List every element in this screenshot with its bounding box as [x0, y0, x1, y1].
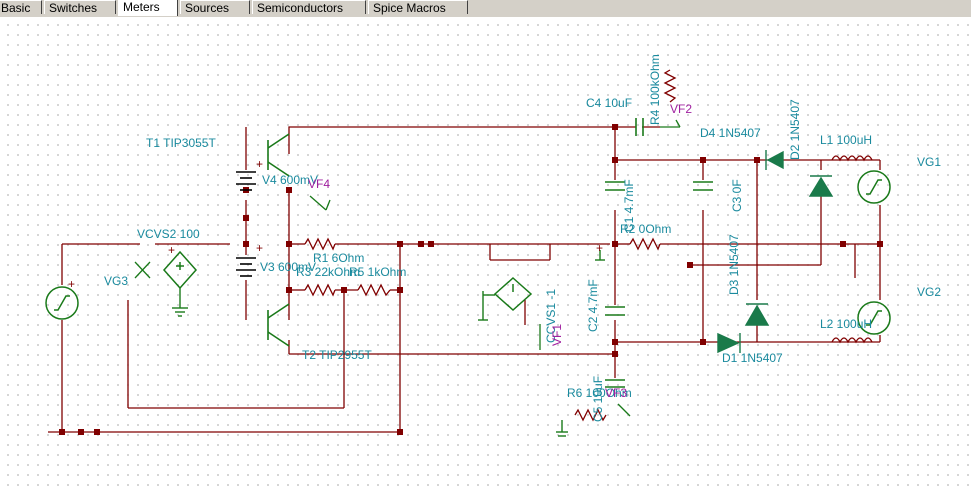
- tab-meters[interactable]: Meters: [118, 0, 178, 16]
- tab-semiconductors[interactable]: Semiconductors: [252, 0, 366, 15]
- label-vcvs2: VCVS2 100: [137, 227, 200, 241]
- label-r5: R5 1kOhm: [349, 265, 406, 279]
- label-c5: C5 10uF: [591, 376, 605, 422]
- label-vg2: VG2: [917, 285, 941, 299]
- wires: [48, 126, 881, 433]
- svg-text:+: +: [596, 241, 603, 255]
- label-t2: T2 TIP2955T: [302, 348, 372, 362]
- svg-text:+: +: [168, 243, 175, 257]
- junction-nodes: [59, 124, 883, 435]
- component-labels: T1 TIP3055T T2 TIP2955T V4 600mV V3 600m…: [104, 54, 941, 422]
- label-r2: R2 0Ohm: [620, 222, 671, 236]
- label-vf4: VF4: [308, 177, 330, 191]
- resistor-symbols: [304, 69, 677, 422]
- svg-text:+: +: [68, 277, 75, 291]
- ac-source-symbols: [45, 170, 891, 335]
- component-tabbar: Basic Switches Meters Sources Semiconduc…: [0, 0, 971, 18]
- label-d4: D4 1N5407: [700, 126, 761, 140]
- ground-symbols: [172, 250, 605, 437]
- label-c2: C2 4.7mF: [586, 279, 600, 332]
- tab-basic[interactable]: Basic: [0, 0, 42, 15]
- label-l2: L2 100uH: [820, 317, 872, 331]
- label-r1: R1 6Ohm: [313, 251, 364, 265]
- label-vg1: VG1: [917, 155, 941, 169]
- tab-sources[interactable]: Sources: [180, 0, 250, 15]
- label-v3: V3 600mV: [260, 260, 316, 274]
- schematic-diagram: + + + + + T1 TIP3055T T2 TIP2955T V4 600…: [45, 54, 941, 437]
- label-vf1: VF1: [550, 324, 564, 346]
- label-vg3: VG3: [104, 274, 128, 288]
- label-v4: V4 600mV: [262, 173, 318, 187]
- schematic-canvas[interactable]: + + + + + T1 TIP3055T T2 TIP2955T V4 600…: [0, 17, 971, 488]
- label-d3: D3 1N5407: [727, 234, 741, 295]
- label-d1: D1 1N5407: [722, 351, 783, 365]
- probe-symbols: [134, 119, 681, 417]
- battery-symbols: [236, 171, 256, 277]
- label-d2: D2 1N5407: [788, 99, 802, 160]
- capacitor-symbols: [605, 118, 713, 388]
- label-t1: T1 TIP3055T: [146, 136, 216, 150]
- svg-text:+: +: [256, 157, 263, 171]
- label-c4: C4 10uF: [586, 96, 632, 110]
- diode-symbols: [717, 150, 834, 354]
- tab-switches[interactable]: Switches: [44, 0, 116, 15]
- label-vf3: VF3: [605, 386, 627, 400]
- probe-labels: VF4 VF2 VF3 VF1: [308, 102, 692, 400]
- label-l1: L1 100uH: [820, 133, 872, 147]
- polarity-marks: + + + + +: [68, 157, 603, 291]
- label-c3: C3 0F: [730, 179, 744, 212]
- tab-spice-macros[interactable]: Spice Macros: [368, 0, 468, 15]
- label-ccvs1: CCVS1 -1: [544, 289, 558, 343]
- transistor-symbols: [267, 133, 290, 347]
- label-r6: R6 100Ohm: [567, 386, 632, 400]
- label-vf2: VF2: [670, 102, 692, 116]
- inductor-symbols: [831, 155, 873, 344]
- svg-text:+: +: [256, 241, 263, 255]
- label-c1: C1 4.7mF: [622, 179, 636, 232]
- label-r3: R3 22kOhm: [296, 265, 360, 279]
- label-r4: R4 100kOhm: [648, 54, 662, 125]
